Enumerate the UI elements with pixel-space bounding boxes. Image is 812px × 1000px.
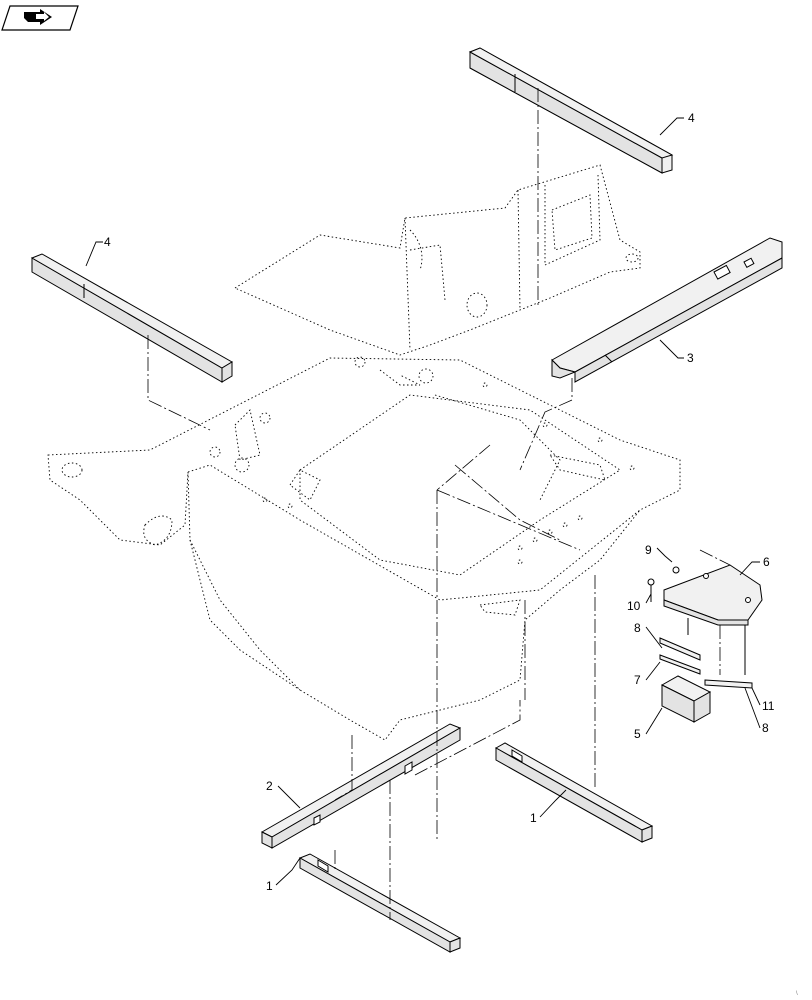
callout-10: 10 <box>627 599 641 613</box>
part-3-rail <box>551 237 783 383</box>
arrow-right-icon <box>24 9 52 25</box>
callout-8-upper: 8 <box>634 621 641 635</box>
parts-7-8-11-clips <box>659 618 753 689</box>
callout-4-top: 4 <box>688 111 695 125</box>
callout-6: 6 <box>763 555 770 569</box>
callout-1-lower: 1 <box>266 879 273 893</box>
main-frame <box>47 164 681 741</box>
callout-1-right: 1 <box>530 811 537 825</box>
nav-badge[interactable] <box>1 5 79 31</box>
callout-5: 5 <box>634 727 641 741</box>
leader-lines <box>85 117 761 886</box>
callout-4-left: 4 <box>104 235 111 249</box>
assembly-center-lines <box>147 88 731 920</box>
part-1-right-bar <box>494 742 654 843</box>
deck-holes <box>262 382 635 565</box>
part-1-lower-bar <box>298 853 462 953</box>
parts-9-10-hardware <box>647 566 680 602</box>
callout-3: 3 <box>687 351 694 365</box>
callout-8-lower: 8 <box>762 721 769 735</box>
callout-labels: 4 4 3 6 9 10 8 7 11 8 5 2 1 1 <box>104 111 775 893</box>
callout-2: 2 <box>266 779 273 793</box>
callout-11: 11 <box>762 699 775 713</box>
part-6-cover-plate <box>663 564 763 626</box>
part-4-upper-bar <box>468 47 674 174</box>
part-5-block <box>660 675 712 723</box>
part-4-left-bar <box>30 253 233 383</box>
callout-7: 7 <box>634 673 641 687</box>
corner-mark: \ <box>796 991 798 997</box>
callout-9: 9 <box>645 543 652 557</box>
part-2-bar <box>260 723 462 849</box>
